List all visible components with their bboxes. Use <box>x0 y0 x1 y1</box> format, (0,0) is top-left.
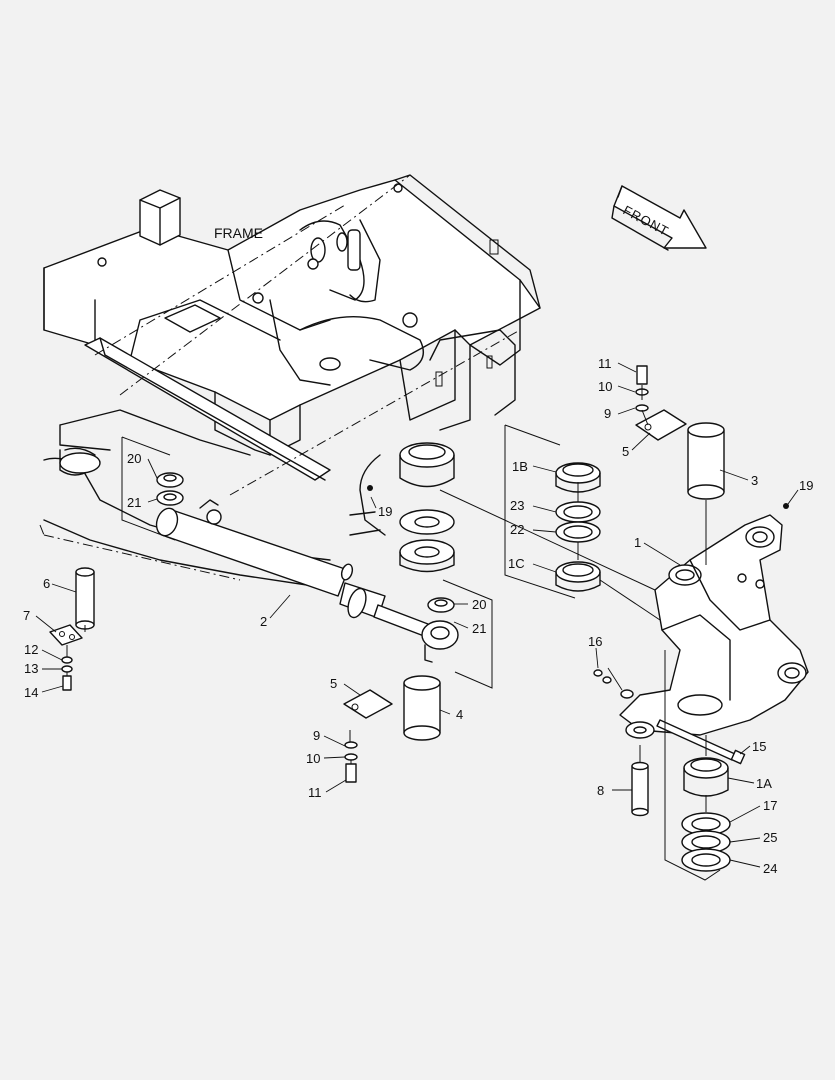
alignment-lines <box>66 385 707 812</box>
callout-24: 24 <box>763 861 777 876</box>
callout-1A: 1A <box>756 776 772 791</box>
callout-10-lower: 10 <box>306 751 320 766</box>
bushing-stack-lower <box>664 650 731 881</box>
pin-8 <box>631 761 649 817</box>
grease-fitting-19b <box>367 485 373 491</box>
nuts-16 <box>593 669 612 684</box>
callout-15: 15 <box>752 739 766 754</box>
steering-cylinder <box>155 499 459 663</box>
bushing-stack-upper <box>504 424 601 599</box>
callout-21-right: 21 <box>472 621 486 636</box>
callout-9-lower: 9 <box>313 728 320 743</box>
callout-5-lower: 5 <box>330 676 337 691</box>
swing-bracket-1 <box>619 514 809 739</box>
pin-4-assembly <box>343 675 441 783</box>
grease-fitting-19a <box>783 503 789 509</box>
washer-set-right <box>427 579 493 689</box>
callout-19-right: 19 <box>799 478 813 493</box>
bolt-15 <box>656 719 746 765</box>
callout-5-top: 5 <box>622 444 629 459</box>
callout-4: 4 <box>456 707 463 722</box>
callout-19-center: 19 <box>378 504 392 519</box>
callout-10-top: 10 <box>598 379 612 394</box>
frame-label: FRAME <box>214 225 263 241</box>
callout-16: 16 <box>588 634 602 649</box>
callout-2: 2 <box>260 614 267 629</box>
callout-11-top: 11 <box>598 356 612 371</box>
callout-20-right: 20 <box>472 597 486 612</box>
callout-1C: 1C <box>508 556 525 571</box>
callout-11-lower: 11 <box>308 785 322 800</box>
callout-12: 12 <box>24 642 38 657</box>
callout-3: 3 <box>751 473 758 488</box>
plate-7-bolt-stack <box>49 624 83 691</box>
callout-14: 14 <box>24 685 38 700</box>
frame-assembly <box>39 174 541 591</box>
callout-9-top: 9 <box>604 406 611 421</box>
callout-23: 23 <box>510 498 524 513</box>
washer-set-left <box>121 436 184 541</box>
callout-17: 17 <box>763 798 777 813</box>
callout-22: 22 <box>510 522 524 537</box>
callout-1: 1 <box>634 535 641 550</box>
nut-9b <box>620 689 634 699</box>
pin-3-assembly <box>635 365 725 500</box>
callout-7: 7 <box>23 608 30 623</box>
callout-25: 25 <box>763 830 777 845</box>
callout-labels: 11 10 9 5 3 19 1B 23 22 1C 1 20 21 19 6 … <box>23 356 813 876</box>
frame-pivot-boss <box>399 442 455 573</box>
callout-leaders <box>35 362 799 868</box>
callout-1B: 1B <box>512 459 528 474</box>
callout-6: 6 <box>43 576 50 591</box>
callout-8: 8 <box>597 783 604 798</box>
callout-13: 13 <box>24 661 38 676</box>
callout-20-left: 20 <box>127 451 141 466</box>
callout-21-left: 21 <box>127 495 141 510</box>
front-direction-arrow: FRONT <box>611 185 707 251</box>
pin-6 <box>75 567 95 630</box>
